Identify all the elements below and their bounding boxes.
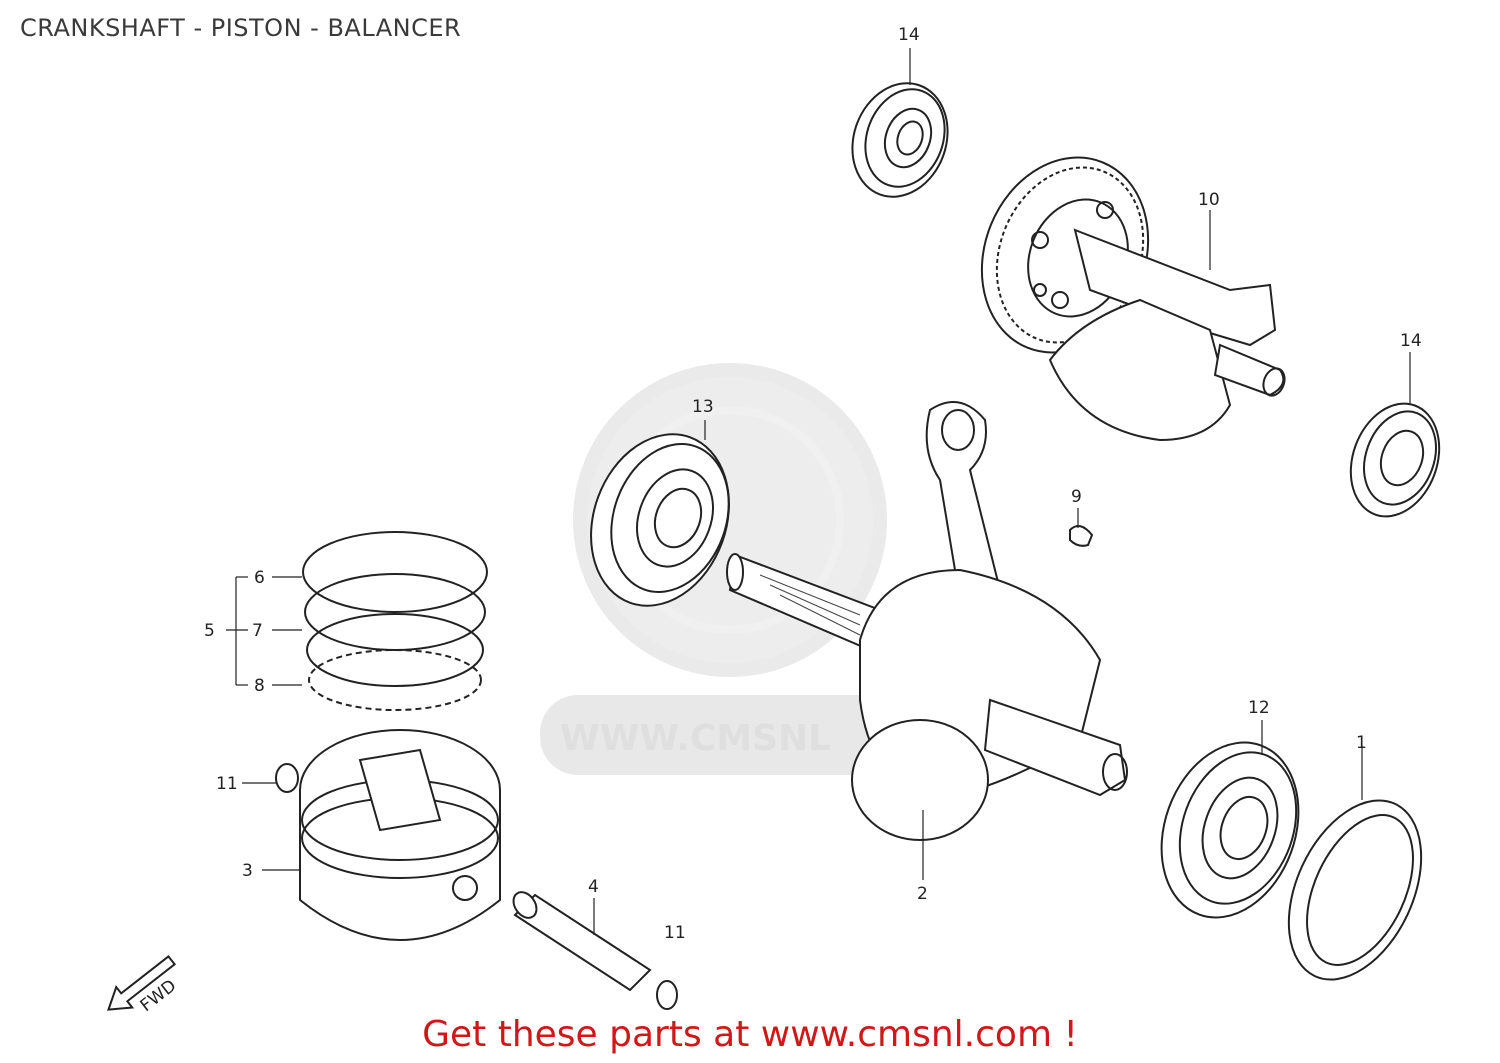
bearing-14-top [851,82,949,198]
callout-14-right: 14 [1400,331,1422,351]
callout-9: 9 [1071,487,1082,507]
bearing-12 [1160,741,1300,919]
promo-link[interactable]: Get these parts at www.cmsnl.com ! [422,1014,1078,1055]
callout-3: 3 [242,861,253,881]
balancer-shaft-10 [980,156,1286,442]
watermark-text: WWW.CMSNL [560,718,831,759]
callout-11-left: 11 [216,774,238,794]
page-title: CRANKSHAFT - PISTON - BALANCER [20,14,462,42]
callout-13: 13 [692,397,714,417]
piston-rings [302,531,488,711]
bearing-13 [590,433,730,607]
oil-seal-1 [1287,799,1423,981]
piston-pin-4 [512,891,652,992]
callout-2: 2 [917,884,928,904]
callout-7: 7 [252,621,263,641]
crankshaft-2 [726,401,1128,841]
callout-numbers: 14 10 14 13 9 6 5 7 8 12 1 11 3 4 11 2 [204,25,1422,943]
callout-11-bottom: 11 [664,923,686,943]
callout-5: 5 [204,621,215,641]
callout-1: 1 [1356,733,1367,753]
callout-4: 4 [588,877,599,897]
callout-6: 6 [254,568,265,588]
piston-pin-clips [275,763,678,1010]
callout-10: 10 [1198,190,1220,210]
bearing-14-right [1349,402,1441,518]
callout-12: 12 [1248,698,1270,718]
callout-14-top: 14 [898,25,920,45]
piston-3 [299,729,501,941]
callout-8: 8 [254,676,265,696]
leader-lines [226,48,1411,935]
woodruff-key-9 [1069,525,1094,547]
